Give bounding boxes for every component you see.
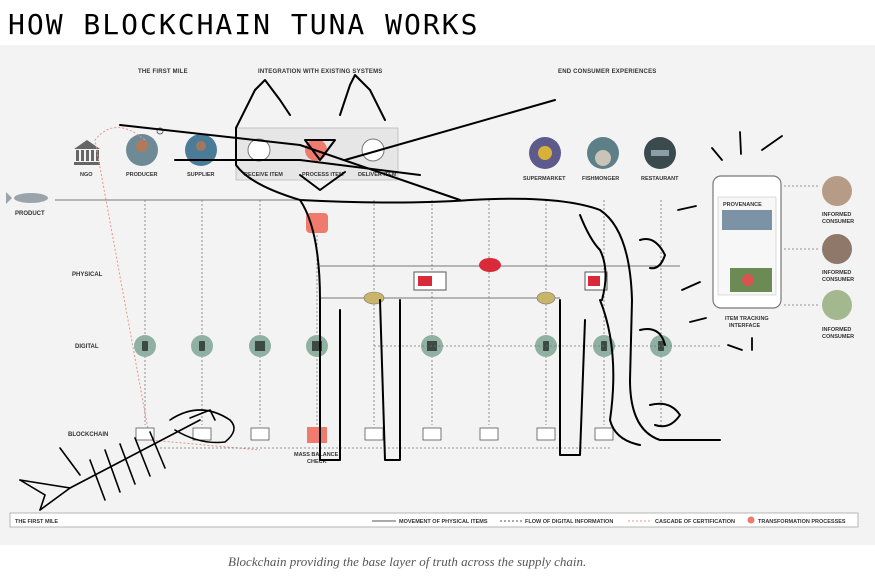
cat-doodle-drawing [119,74,721,461]
tuna-can-icon [363,291,385,305]
actor-restaurant-label: RESTAURANT [641,176,679,182]
section-integration: INTEGRATION WITH EXISTING SYSTEMS [258,69,383,75]
mass-balance-check-icon [307,427,327,443]
consumer-avatars [822,176,852,320]
section-end-consumer: END CONSUMER EXPERIENCES [558,69,656,75]
consumer-1-line2: CONSUMER [822,219,854,225]
actor-producer-label: PRODUCER [126,172,158,178]
certification-cascade-line [94,127,261,451]
row-product-label: PRODUCT [15,211,45,217]
consumer-dotted-links [784,185,820,306]
phone-brand: PROVENANCE [723,202,762,208]
row-blockchain-label: BLOCKCHAIN [68,432,108,438]
consumer-2-line1: INFORMED [822,270,851,276]
consumer-2-line2: CONSUMER [822,277,854,283]
handwritten-title: HOW BLOCKCHAIN TUNA WORKS [8,8,479,41]
consumer-1-line1: INFORMED [822,212,851,218]
certification-badge-icon [156,127,164,135]
legend-movement: MOVEMENT OF PHYSICAL ITEMS [399,519,488,525]
actor-deliver-item-label: DELIVER ITEM [358,172,397,178]
actor-ngo-label: NGO [80,172,93,178]
phone-label-line1: ITEM TRACKING [725,316,769,322]
mass-balance-label-line2: CHECK [307,459,327,465]
legend-transformation-dot [747,516,755,524]
actor-receive-item-label: RECEIVE ITEM [244,172,283,178]
process-node-icon [306,213,328,233]
sparkle-strokes-doodle [677,131,783,351]
row-physical-label: PHYSICAL [72,272,103,278]
actor-process-item-label: PROCESS ITEM [302,172,344,178]
section-first-mile: THE FIRST MILE [138,69,188,75]
consumer-3-line2: CONSUMER [822,334,854,340]
actor-fishmonger-label: FISHMONGER [582,176,619,182]
actor-supermarket-label: SUPERMARKET [523,176,566,182]
phone-fish-image [722,210,772,230]
tuna-can-retail-icon [536,291,556,305]
legend-title: THE FIRST MILE [15,519,58,525]
actor-supplier-label: SUPPLIER [187,172,215,178]
deliver-item-icon [361,138,385,162]
legend-flow: FLOW OF DIGITAL INFORMATION [525,519,613,525]
legend-box [9,512,859,528]
phone-label-line2: INTERFACE [729,323,761,329]
fish-skeleton-doodle [19,408,235,511]
row-digital-label: DIGITAL [75,344,99,350]
legend-transformation: TRANSFORMATION PROCESSES [758,519,846,525]
figure-caption: Blockchain providing the base layer of t… [228,554,586,569]
mass-balance-label-line1: MASS BALANCE [294,452,339,458]
tuna-fish-icon [6,192,48,204]
consumer-3-line1: INFORMED [822,327,851,333]
tuna-steak-icon [479,258,501,272]
legend-cascade: CASCADE OF CERTIFICATION [655,519,735,525]
blockchain-folder-icons [135,427,614,441]
